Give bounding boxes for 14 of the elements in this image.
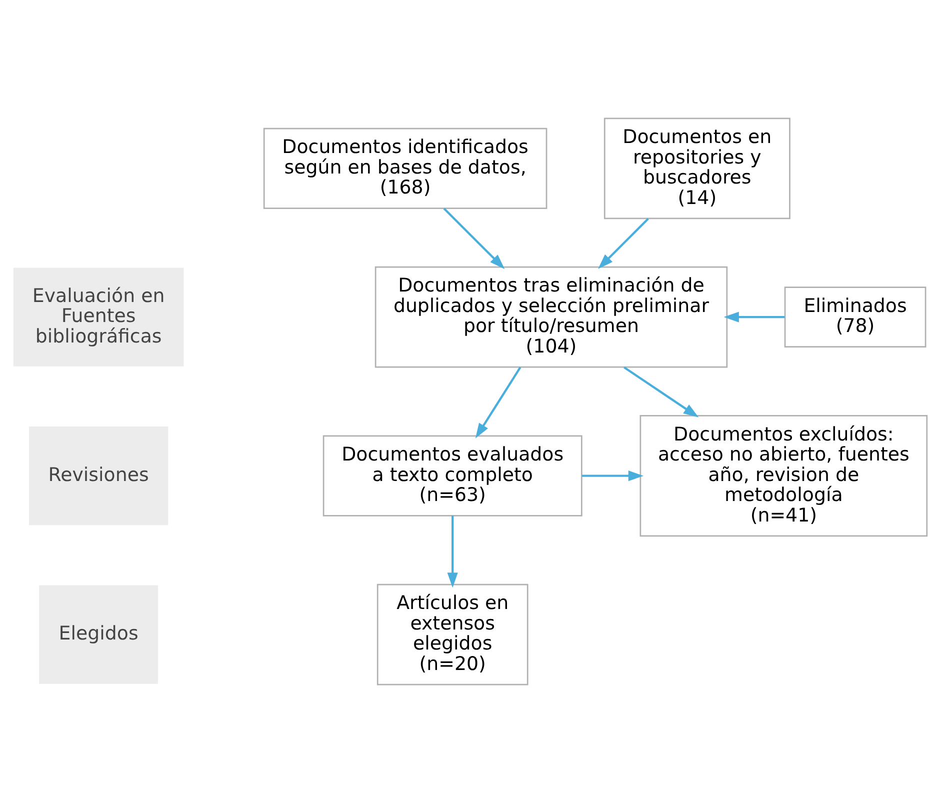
- arrow: [582, 470, 644, 482]
- node-box: Documentos en repositories y buscadores (14): [604, 118, 790, 220]
- node-box: Documentos tras eliminación de duplicados y selección preliminar por título/resumen (104): [374, 266, 728, 368]
- node-box: Documentos evaluados a texto completo (n=63): [322, 435, 582, 516]
- arrow: [447, 516, 458, 588]
- node-box: Documentos identificados según en bases de datos, (168): [263, 128, 548, 209]
- arrow: [724, 312, 785, 322]
- node-box: Eliminados (78): [784, 286, 926, 348]
- arrow: [475, 366, 522, 438]
- node-box: Documentos excluídos: acceso no abierto, fuentes año, revision de metodología (n=41): [640, 415, 928, 537]
- arrow: [443, 208, 505, 270]
- arrow: [624, 366, 699, 418]
- arrow: [598, 218, 649, 269]
- node-box: Artículos en extensos elegidos (n=20): [376, 584, 528, 686]
